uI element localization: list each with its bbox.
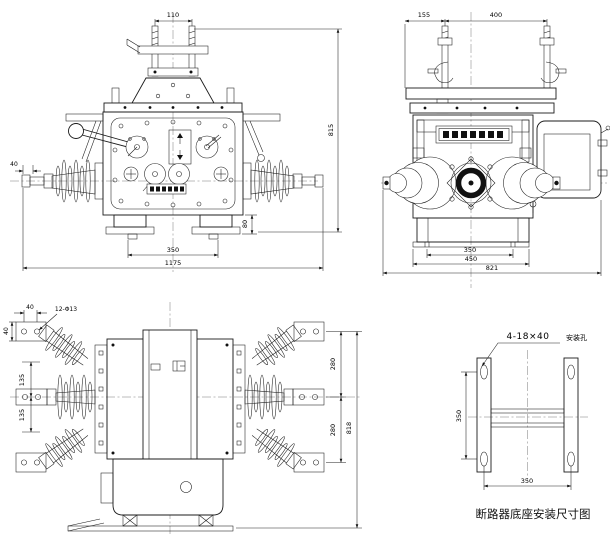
label-slot-size: 4-18×40 [507, 332, 550, 342]
dim-top-width: 110 [154, 11, 193, 26]
dim-label-350-mount-v: 350 [455, 410, 463, 422]
dim-pad-width: 40 [3, 321, 16, 342]
plan-pole-middle-left [15, 374, 96, 420]
dim-pad-hole-span: 40 [14, 304, 47, 322]
dim-base-width: 450 [412, 249, 530, 267]
dim-total-length: 818 [236, 331, 362, 529]
dim-label-40-front: 40 [10, 161, 18, 168]
dim-total-depth: 821 [382, 190, 602, 276]
side-view: 155 400 350 450 821 [381, 11, 610, 288]
front-housing-bolts [112, 119, 234, 208]
mount-view: 4-18×40 安装孔 350 350 断路器底座安装尺寸图 [455, 332, 591, 521]
front-bushing-right [242, 159, 324, 203]
dim-label-40-holes: 40 [26, 304, 34, 311]
front-bushing-left [21, 159, 104, 203]
dim-label-280-lower: 280 [329, 424, 337, 436]
side-center-pole [446, 156, 496, 210]
side-tank [412, 114, 537, 219]
side-nameplate [435, 125, 513, 144]
dim-mount-horizontal: 350 [483, 466, 572, 490]
dim-label-815: 815 [327, 124, 335, 136]
front-feet [105, 214, 241, 240]
mount-centerlines [468, 350, 588, 480]
side-base [412, 217, 530, 248]
dim-label-818: 818 [345, 422, 353, 434]
dim-phase-spacing: 135 135 [18, 361, 40, 433]
front-dimensions: 110 40 80 350 1175 [10, 11, 342, 271]
dim-label-450: 450 [465, 255, 477, 263]
label-12-phi-13: 12-Φ13 [55, 306, 77, 313]
dim-mount-span: 350 [426, 246, 514, 258]
plan-base [67, 514, 234, 532]
plan-pole-middle-right [244, 374, 325, 420]
dim-label-350-side: 350 [464, 246, 476, 254]
plan-pole-bottom-right [251, 428, 325, 473]
plan-pole-top-left [15, 321, 89, 366]
dim-mount-vertical: 350 [455, 371, 477, 460]
dim-total-width: 1175 [22, 188, 324, 271]
dim-label-80: 80 [241, 220, 249, 228]
dim-label-135-upper: 135 [18, 374, 26, 386]
front-left-dial [125, 135, 149, 159]
lever-knob [68, 123, 84, 139]
mount-dimensions: 350 350 [455, 371, 572, 490]
dim-label-350-front: 350 [167, 246, 179, 254]
label-slot-note: 安装孔 [566, 333, 587, 342]
front-view: 110 40 80 350 1175 [10, 11, 342, 272]
side-mounting-beams [405, 87, 557, 114]
dim-label-1175: 1175 [165, 259, 182, 267]
side-bushing-right [485, 156, 561, 210]
front-right-dial [195, 134, 222, 159]
side-hanger-right [539, 25, 567, 89]
side-bushing-left [382, 156, 457, 210]
plan-view: 40 12-Φ13 40 135 135 [3, 302, 362, 534]
plan-center-column [142, 329, 198, 481]
dim-label-40-pad: 40 [3, 327, 10, 335]
dim-foot-height: 80 [241, 214, 257, 235]
dim-label-400: 400 [490, 11, 502, 19]
dim-label-155: 155 [418, 11, 430, 19]
plan-mechanism-box [100, 458, 224, 516]
dim-label-350-mount-h: 350 [521, 477, 533, 485]
plan-pole-bottom-left [15, 428, 89, 473]
label-terminal-holes: 12-Φ13 [38, 306, 77, 331]
dim-label-110: 110 [167, 11, 179, 19]
dim-foot-span: 350 [127, 240, 219, 258]
plan-dimensions: 40 12-Φ13 40 135 135 [3, 304, 362, 529]
dim-label-280-upper: 280 [329, 358, 337, 370]
dim-total-height: 815 [194, 28, 342, 233]
dim-label-135-lower: 135 [18, 409, 26, 421]
plan-pole-top-right [251, 321, 325, 366]
side-hanger-left [427, 25, 454, 89]
front-interrupter-ports [123, 163, 229, 192]
dim-hanger-left: 155 [404, 11, 446, 88]
dim-pole-spacing: 280 280 [326, 331, 362, 463]
dim-label-821: 821 [486, 264, 498, 272]
dim-terminal-length: 40 [10, 161, 41, 174]
drawing-caption: 断路器底座安装尺寸图 [476, 507, 591, 521]
front-nameplate [146, 183, 187, 195]
mount-slot-callout: 4-18×40 安装孔 [481, 332, 587, 367]
dim-hanger-span: 400 [444, 11, 548, 26]
front-position-indicator [168, 129, 192, 165]
side-dimensions: 155 400 350 450 821 [382, 11, 602, 276]
